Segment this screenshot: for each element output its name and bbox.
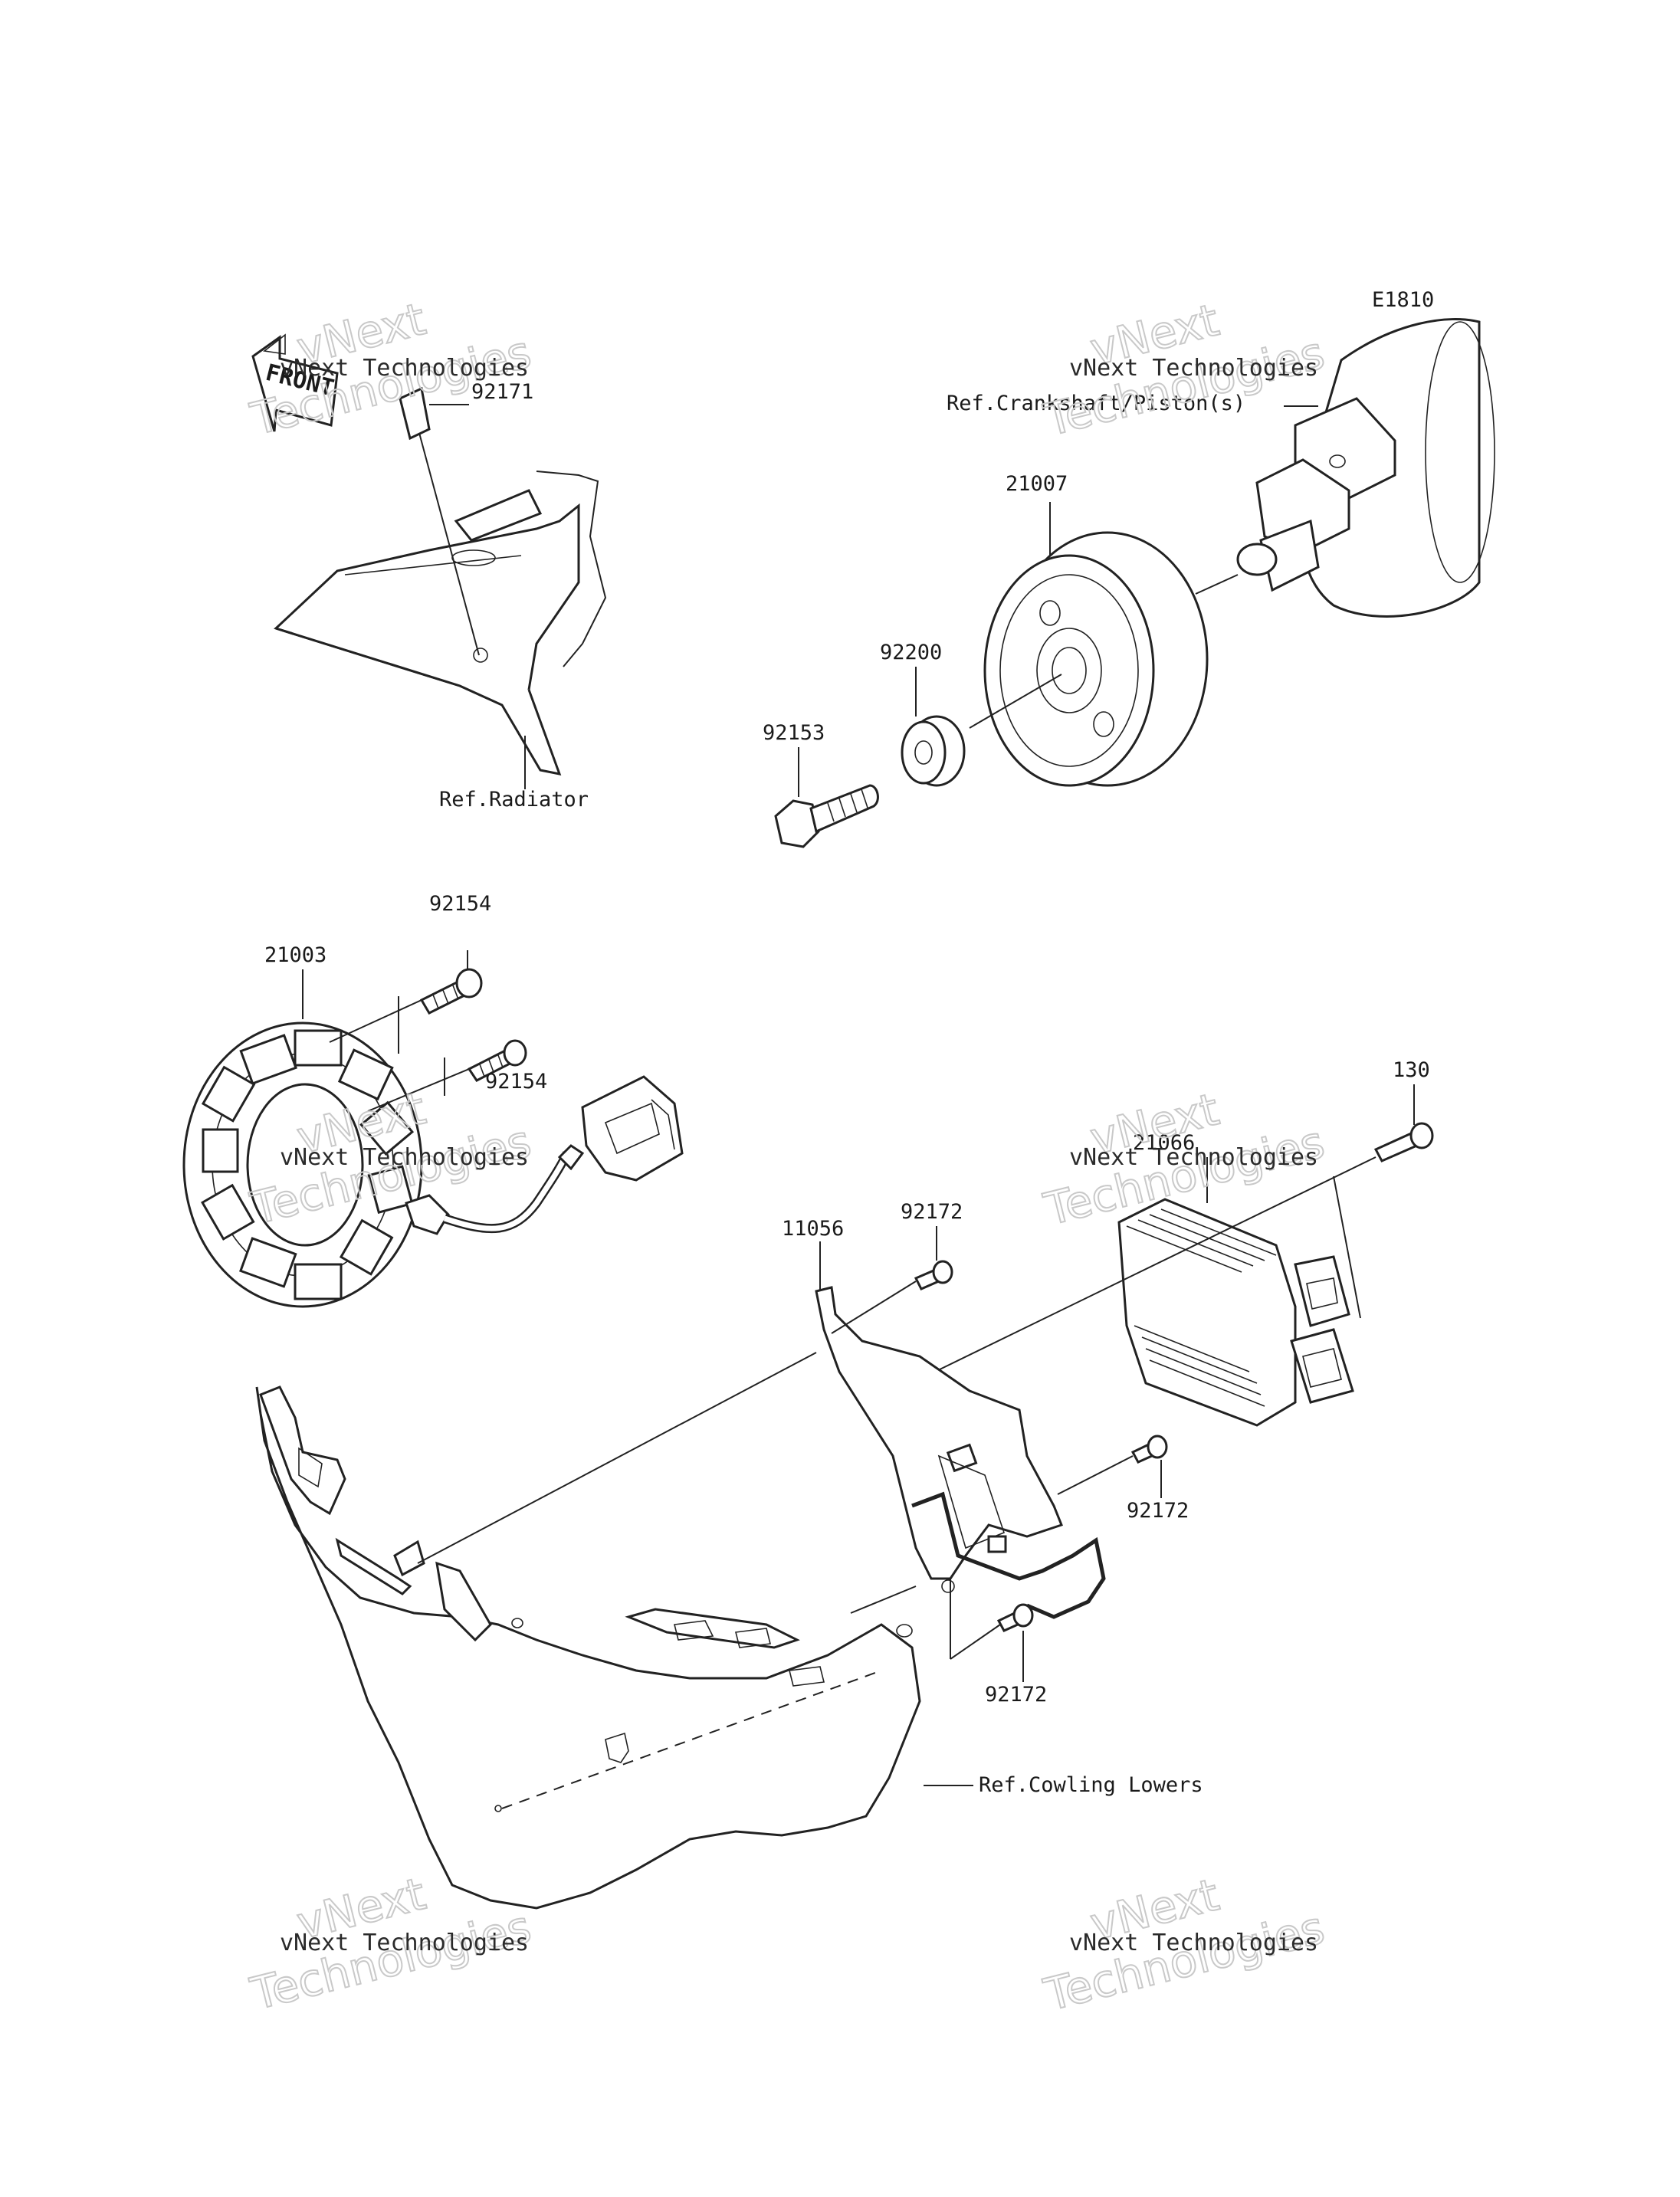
ref-radiator: Ref.Radiator: [439, 788, 589, 812]
bolt-92153: [774, 784, 879, 848]
ref-cowling-lowers: Ref.Cowling Lowers: [979, 1773, 1203, 1797]
mounting-bracket: [815, 1286, 1106, 1619]
leader-92172-cowl: [850, 1585, 917, 1614]
regulator-rectifier: [1117, 1198, 1354, 1427]
ref-crankshaft: Ref.Crankshaft/Piston(s): [947, 392, 1245, 415]
stator-harness: [443, 1075, 684, 1234]
label-21066: 21066: [1133, 1131, 1195, 1155]
lower-cowling: [255, 1385, 921, 1910]
label-92172-low: 92172: [985, 1683, 1047, 1707]
watermark-small-4: vNext Technologies: [1069, 1144, 1318, 1171]
label-21003: 21003: [264, 943, 326, 967]
leader-92154b-stator: [367, 1068, 470, 1112]
flywheel-rotor: [983, 531, 1209, 787]
label-92171: 92171: [471, 380, 533, 404]
watermark-small-2: vNext Technologies: [1069, 355, 1318, 382]
leader-92154a-stator: [329, 999, 422, 1043]
leader-92172a-bracket: [831, 1280, 917, 1334]
leader-regulator-mount: [1333, 1176, 1361, 1319]
leader-crankshaft-shaft: [1195, 574, 1239, 595]
label-92154-lower: 92154: [485, 1070, 547, 1094]
screw-130: [1373, 1122, 1434, 1162]
bolt-92154-upper: [419, 968, 483, 1015]
label-11056: 11056: [782, 1217, 844, 1241]
label-92172-top: 92172: [901, 1200, 963, 1224]
leader-rotor-axis: [969, 674, 1062, 729]
leader-bracket-cowl: [417, 1352, 817, 1564]
washer: [901, 715, 966, 787]
leader-130-bracket: [934, 1156, 1376, 1372]
label-92154-upper: 92154: [429, 892, 491, 916]
diagram-code: E1810: [1372, 288, 1434, 312]
label-92153: 92153: [763, 721, 825, 745]
bolt-92154-lower: [467, 1039, 527, 1082]
label-92172-mid: 92172: [1127, 1499, 1189, 1523]
watermark-small-1: vNext Technologies: [280, 355, 529, 382]
leader-92172b-bracket: [1057, 1455, 1134, 1495]
radiator-shroud: [274, 386, 607, 776]
leader-cowling-dashed: [501, 1670, 882, 1809]
leader-92172c-bracket: [950, 1624, 1001, 1660]
stator-coils: [201, 1029, 415, 1300]
stator: [182, 1021, 450, 1308]
screw-92172-low: [996, 1603, 1034, 1632]
label-92200: 92200: [880, 641, 942, 664]
label-21007: 21007: [1006, 472, 1068, 496]
regulator-fins: [1126, 1208, 1277, 1407]
crankshaft: [1236, 318, 1495, 618]
screw-92172-mid: [1130, 1435, 1168, 1464]
watermark-small-6: vNext Technologies: [1069, 1930, 1318, 1956]
leader-92171: [418, 432, 480, 656]
watermark-small-3: vNext Technologies: [280, 1144, 529, 1171]
screw-92172-top: [914, 1260, 953, 1290]
label-130: 130: [1393, 1058, 1430, 1082]
watermark-small-5: vNext Technologies: [280, 1930, 529, 1956]
